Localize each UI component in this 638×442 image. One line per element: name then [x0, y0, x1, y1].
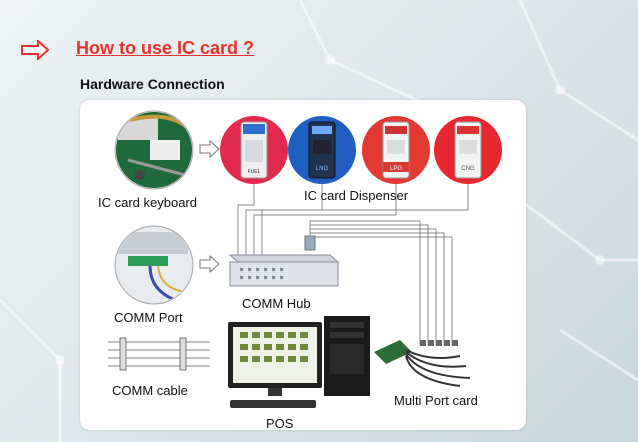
dispenser-4-code: CNG	[461, 166, 475, 172]
dispenser-4: CNG	[434, 116, 502, 184]
ic-card-dispenser-label: IC card Dispenser	[304, 188, 409, 203]
pos-label: POS	[266, 416, 294, 431]
comm-cable-label: COMM cable	[112, 383, 188, 398]
page-title: How to use IC card ?	[76, 38, 255, 58]
dispenser-3-code: LPG	[390, 166, 402, 172]
arrow-right-icon	[21, 40, 50, 60]
ic-card-keyboard-label: IC card keyboard	[98, 195, 197, 210]
section-subtitle: Hardware Connection	[80, 76, 225, 92]
comm-port-label: COMM Port	[114, 310, 183, 325]
ic-card-keyboard-image	[114, 110, 194, 190]
dispenser-1-code: FUEL	[248, 169, 261, 175]
dispenser-3: LPG	[362, 116, 430, 184]
comm-port-image	[114, 225, 194, 305]
multi-port-card-image	[374, 340, 471, 387]
dispenser-2-code: LNG	[316, 166, 329, 172]
connection-wires	[237, 184, 469, 345]
pos-monitor-image	[228, 322, 322, 408]
dispenser-1: FUEL	[220, 116, 288, 184]
multi-port-card-label: Multi Port card	[394, 393, 478, 408]
comm-hub-label: COMM Hub	[242, 296, 311, 311]
arrow-right-icon	[199, 254, 220, 274]
comm-cable-image	[108, 337, 210, 371]
arrow-right-icon	[199, 139, 220, 159]
dispenser-2: LNG	[288, 116, 356, 184]
pc-tower-image	[324, 316, 370, 396]
comm-hub-image	[228, 235, 340, 287]
